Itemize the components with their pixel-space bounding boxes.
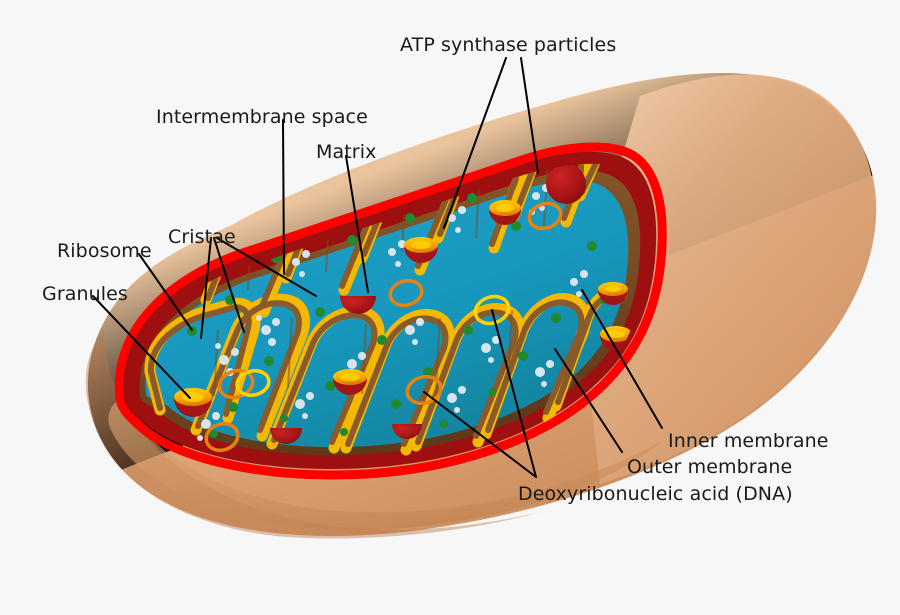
cristae-leader-2	[213, 237, 245, 333]
dna-ring	[217, 368, 255, 400]
outer-membrane-outline-top	[115, 143, 666, 479]
leader-lines-group	[92, 57, 663, 478]
crista-interior	[579, 163, 627, 195]
ribosome-dot	[280, 414, 288, 422]
ribosome-dot	[377, 335, 387, 345]
ribosome-dot	[518, 351, 528, 361]
ribosome-dot	[488, 388, 496, 396]
ribosome-dot	[340, 428, 348, 436]
ribosome-dot	[325, 381, 335, 391]
ribosome-dot	[210, 430, 218, 438]
ribosome-dot	[391, 399, 401, 409]
ribosome-dot	[423, 367, 433, 377]
granules-leader	[92, 295, 191, 399]
granules-group	[197, 184, 588, 441]
dna-ring	[388, 278, 424, 308]
granule-cluster	[570, 270, 588, 297]
ribosome-dot	[467, 193, 477, 203]
ribosome-dot	[264, 356, 274, 366]
ribosome-dot	[587, 241, 597, 251]
label-deoxyribonucleic-acid-dna: Deoxyribonucleic acid (DNA)	[518, 483, 793, 505]
granule-cluster	[535, 360, 554, 387]
granule-cluster	[256, 315, 280, 346]
ribosome-dot	[315, 307, 325, 317]
dna-leader-1	[423, 391, 537, 478]
ribosome-dot	[551, 313, 561, 323]
intermembrane-leader	[282, 119, 285, 275]
dense-body	[546, 164, 586, 204]
cristae-leader-1	[200, 237, 212, 339]
ribosome-dot	[405, 213, 415, 223]
label-granules: Granules	[42, 283, 128, 305]
matrix-leader	[345, 155, 369, 293]
cut-away-interior-group	[114, 142, 667, 480]
dense-body	[392, 424, 422, 439]
atp-synthase-particles-group	[174, 200, 632, 417]
dna-ring	[527, 201, 563, 231]
ribosome-dot	[440, 420, 448, 428]
ribosome-leader	[138, 253, 193, 331]
atp-leader-left	[443, 57, 507, 229]
label-ribosome: Ribosome	[57, 240, 152, 262]
dense-body	[340, 296, 376, 314]
crista-interior	[345, 315, 449, 447]
crista-interior	[485, 299, 585, 433]
atp-synthase-particle	[489, 200, 521, 225]
cristae-leader-3	[216, 237, 317, 297]
label-cristae: Cristae	[168, 226, 236, 248]
label-matrix: Matrix	[316, 141, 377, 163]
dense-bodies-group	[270, 164, 586, 444]
label-inner-membrane: Inner membrane	[668, 430, 829, 452]
ribosome-dot	[228, 402, 238, 412]
dense-body	[270, 428, 302, 444]
granule-cluster	[197, 412, 220, 441]
ribosome-dot	[511, 221, 521, 231]
crista-interior	[271, 312, 378, 445]
ribosome-dot	[187, 326, 197, 336]
inner-membrane-leader	[581, 289, 663, 429]
atp-synthase-particle	[404, 237, 438, 263]
outer-membrane-leader	[554, 348, 623, 453]
granule-cluster	[292, 250, 310, 277]
label-outer-membrane: Outer membrane	[627, 456, 793, 478]
outer-body-bottom-gradient	[108, 398, 664, 530]
atp-synthase-particle	[333, 369, 367, 395]
crista-interior	[195, 300, 302, 433]
dna-leader-2	[491, 309, 537, 478]
label-intermembrane-space: Intermembrane space	[156, 106, 368, 128]
atp-leader-right	[520, 57, 539, 174]
ribosome-dot	[463, 325, 473, 335]
label-atp-synthase-particles: ATP synthase particles	[400, 34, 617, 56]
granule-cluster	[448, 206, 466, 233]
granule-cluster	[295, 392, 314, 419]
dna-ring	[405, 374, 443, 406]
dna-ring	[235, 369, 271, 397]
atp-synthase-particle	[598, 282, 628, 305]
granule-cluster	[481, 336, 500, 363]
granule-cluster	[447, 386, 466, 413]
dna-ring	[204, 421, 240, 453]
ribosome-dot	[347, 235, 357, 245]
granule-cluster	[405, 318, 424, 345]
